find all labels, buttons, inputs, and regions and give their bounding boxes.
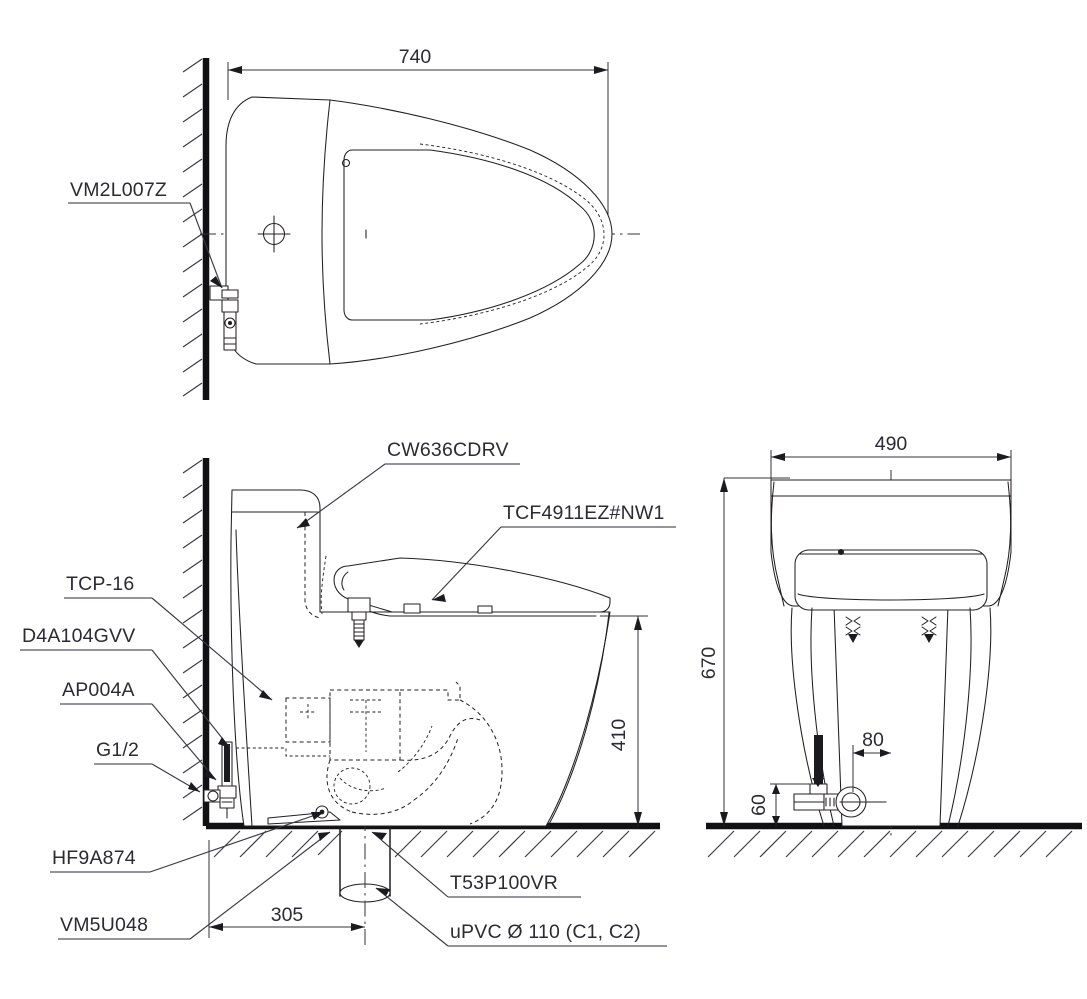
side-view: 410 305 CW636CDRV TCF4911E <box>20 439 676 947</box>
trapway-inner-dashed-side <box>300 699 433 805</box>
leader-upvc110 <box>375 887 667 947</box>
dimension-60 <box>770 783 812 826</box>
right-taper-front <box>997 481 1012 607</box>
leader-tcp16 <box>64 597 273 701</box>
label-d4a104gvv: D4A104GVV <box>22 625 135 647</box>
label-tcf4911ez: TCF4911EZ#NW1 <box>503 502 665 524</box>
label-tcp16: TCP-16 <box>66 573 134 595</box>
dim-text-410: 410 <box>608 719 630 752</box>
flush-target-top <box>257 215 291 253</box>
wall-hatching-top <box>182 58 203 397</box>
trapway-dashed-side <box>285 681 481 815</box>
toilet-body-outline-side <box>230 489 611 827</box>
label-ap004a: AP004A <box>62 679 135 701</box>
label-vm2l007z: VM2L007Z <box>70 179 167 201</box>
supply-valve-assembly-front <box>793 735 887 818</box>
supply-valve-assembly-top <box>209 285 239 351</box>
dim-text-670: 670 <box>698 647 720 680</box>
dim-text-80: 80 <box>862 729 884 751</box>
seat-lid-side <box>333 557 611 617</box>
leader-g12 <box>94 763 201 793</box>
angle-stop-valve-side <box>203 741 237 819</box>
dimension-410 <box>600 615 648 826</box>
flush-valve-dashed-side <box>320 555 327 615</box>
label-hf9a874: HF9A874 <box>52 847 136 869</box>
mounting-bolt-right-front <box>921 616 937 643</box>
bowl-seam-top <box>321 99 331 365</box>
label-g12: G1/2 <box>96 739 139 761</box>
label-t53p100vr: T53P100VR <box>450 872 558 894</box>
leader-d4a104gvv <box>20 649 231 749</box>
floor-connector-side <box>267 805 341 825</box>
wall-hatching-side <box>182 459 203 821</box>
floor-hatching-side <box>213 830 656 858</box>
dimension-305 <box>208 840 365 938</box>
dim-text-60: 60 <box>748 794 770 816</box>
hinge-pip-top <box>341 158 351 168</box>
top-view: VM2L007Z 740 <box>68 46 640 400</box>
body-rear-profile-side <box>547 612 610 827</box>
leader-vm5u048 <box>58 831 331 940</box>
dimension-80 <box>852 745 891 792</box>
bowl-right-outline-front <box>957 607 992 827</box>
seat-lid-contour-top <box>343 149 595 321</box>
bowl-right-inner-front <box>947 607 972 827</box>
dim-text-305: 305 <box>271 904 304 926</box>
seat-lid-front <box>794 549 988 611</box>
dimension-670 <box>720 477 790 826</box>
leader-hf9a874 <box>50 811 325 873</box>
left-taper-front <box>770 481 785 607</box>
leader-vm2l007z <box>68 202 223 289</box>
dimension-740 <box>227 62 609 240</box>
front-view: 490 670 <box>698 433 1082 858</box>
supply-line-dashed-side <box>236 747 330 757</box>
leader-t53p100vr <box>371 831 581 898</box>
leader-tcf4911ez <box>431 526 676 602</box>
toilet-body-outline-front <box>770 479 1012 827</box>
tank-inner-dashed-side <box>304 512 321 619</box>
bowl-rim-dashed-side <box>459 699 503 825</box>
leader-ap004a <box>60 703 217 781</box>
dim-text-490: 490 <box>875 433 908 455</box>
seat-foot-side <box>403 603 493 614</box>
label-cw636cdrv: CW636CDRV <box>387 439 509 461</box>
leader-cw636cdrv <box>296 463 520 529</box>
body-front-profile-side <box>235 529 253 827</box>
label-upvc110: uPVC Ø 110 (C1, C2) <box>450 921 641 943</box>
mounting-bolt-left-front <box>845 616 861 643</box>
label-vm5u048: VM5U048 <box>60 914 148 936</box>
dim-text-740: 740 <box>399 46 432 68</box>
seat-hinge-bolt-side <box>347 597 371 648</box>
floor-hatching-front <box>707 830 1073 858</box>
